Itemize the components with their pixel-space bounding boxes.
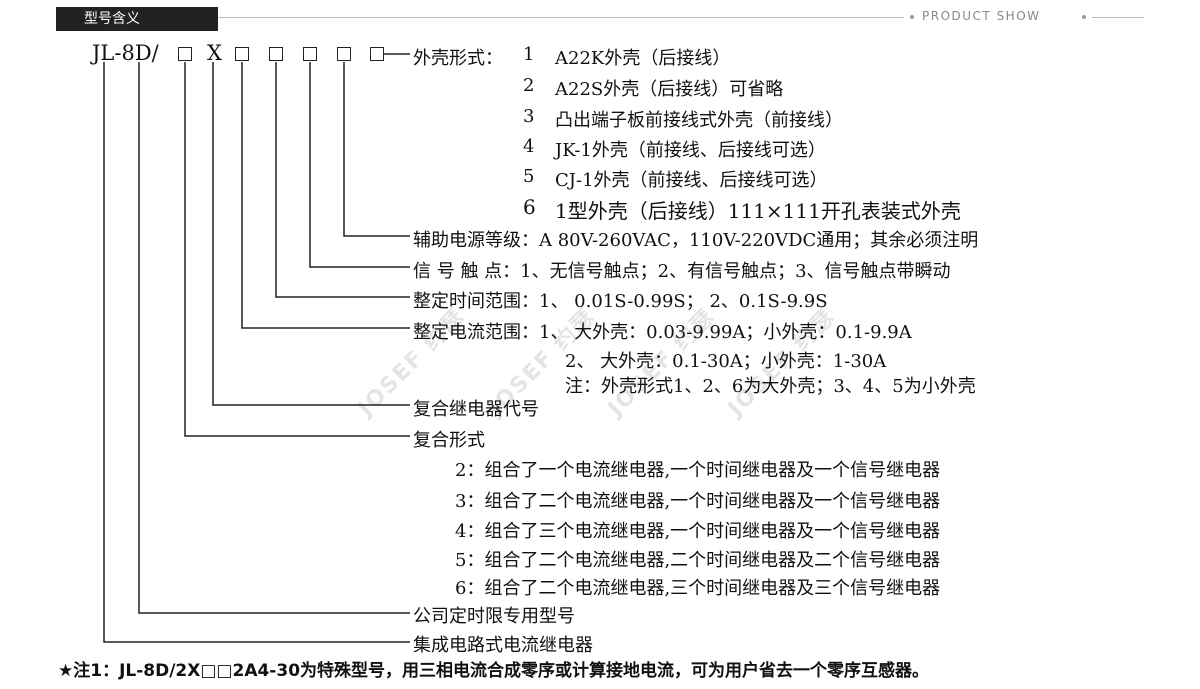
code-box-1: [178, 47, 192, 61]
header-rule-right: [1092, 17, 1144, 18]
product-show-label: PRODUCT SHOW: [922, 9, 1041, 23]
model-x-char: X: [207, 41, 222, 65]
company-model-text: 公司定时限专用型号: [413, 606, 575, 627]
code-box-6: [370, 47, 384, 61]
footnote: ★注1：JL-8D/2X□□2A4-30为特殊型号，用三相电流合成零序或计算接地…: [58, 661, 930, 681]
composite-form-item-3: 3：组合了二个电流继电器,一个时间继电器及一个信号继电器: [455, 491, 941, 512]
aux-power-text: 辅助电源等级：A 80V-260VAC，110V-220VDC通用；其余必须注明: [413, 230, 979, 251]
time-range-text: 整定时间范围：1、 0.01S-0.99S； 2、0.1S-9.9S: [413, 291, 828, 312]
composite-code-text: 复合继电器代号: [413, 399, 539, 420]
current-range-line1: 整定电流范围：1、 大外壳：0.03-9.99A；小外壳：0.1-9.9A: [413, 322, 912, 343]
code-box-5: [337, 47, 351, 61]
shell-size-note: 注：外壳形式1、2、6为大外壳；3、4、5为小外壳: [565, 376, 976, 397]
composite-form-item-6: 6：组合了二个电流继电器,三个时间继电器及三个信号继电器: [455, 578, 941, 599]
model-prefix: JL-8D/: [92, 41, 159, 65]
product-name-text: 集成电路式电流继电器: [413, 635, 593, 656]
shell-item-6-num: 6: [523, 195, 536, 219]
code-box-4: [303, 47, 317, 61]
shell-item-3: 凸出端子板前接线式外壳（前接线）: [555, 110, 843, 131]
header-dot-right: [1082, 15, 1086, 19]
shell-item-1: A22K外壳（后接线）: [555, 48, 731, 69]
code-box-3: [269, 47, 283, 61]
shell-item-4-num: 4: [523, 136, 535, 157]
shell-item-1-num: 1: [523, 44, 535, 65]
section-title-tab: 型号含义: [56, 7, 218, 31]
code-box-2: [235, 47, 249, 61]
current-range-line2: 2、 大外壳：0.1-30A；小外壳：1-30A: [565, 351, 887, 372]
shell-item-2-num: 2: [523, 75, 535, 96]
shell-item-3-num: 3: [523, 106, 535, 127]
composite-form-item-4: 4：组合了三个电流继电器,一个时间继电器及一个信号继电器: [455, 521, 941, 542]
shell-item-5: CJ-1外壳（前接线、后接线可选）: [555, 170, 828, 191]
shell-form-label: 外壳形式：: [413, 48, 503, 69]
shell-item-4: JK-1外壳（前接线、后接线可选）: [555, 140, 826, 161]
composite-form-item-2: 2：组合了一个电流继电器,一个时间继电器及一个信号继电器: [455, 460, 941, 481]
shell-item-5-num: 5: [523, 166, 535, 187]
shell-item-6: 1型外壳（后接线）111×111开孔表装式外壳: [555, 199, 961, 223]
shell-item-2: A22S外壳（后接线）可省略: [555, 79, 784, 100]
header-rule: [218, 17, 904, 18]
composite-form-item-5: 5：组合了二个电流继电器,二个时间继电器及二个信号继电器: [455, 550, 941, 571]
composite-form-label: 复合形式: [413, 430, 485, 451]
header-dot-left: [910, 15, 914, 19]
signal-contact-text: 信 号 触 点：1、无信号触点；2、有信号触点；3、信号触点带瞬动: [413, 261, 951, 282]
